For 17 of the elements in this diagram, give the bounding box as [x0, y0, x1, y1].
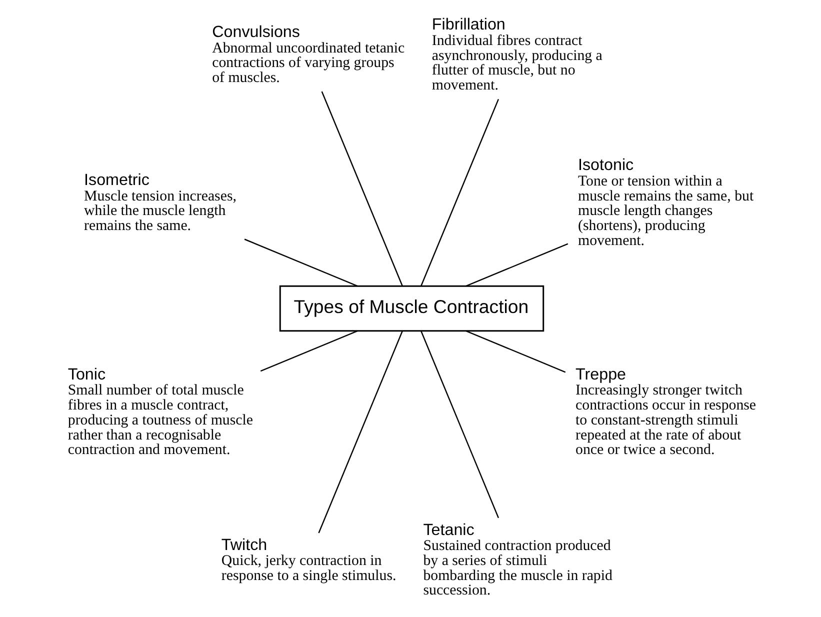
node-text: Convulsions Abnormal uncoordinated tetanic contractions of varying groups of muscles. [212, 23, 405, 86]
node-box: Types of Muscle Contraction [279, 285, 544, 332]
connector [321, 91, 404, 286]
node-text: Tetanic Sustained contraction produced by a series of stimuli bombarding the muscle in rapid succession. [423, 520, 612, 599]
node-text: Fibrillation Individual fibres contract asynchronously, producing a flutter of muscle, but no movement. [432, 16, 602, 94]
node-text: Twitch Quick, jerky contraction in response to a single stimulus. [221, 536, 396, 584]
node-text: Isometric Muscle tension increases, while the muscle length remains the same. [84, 171, 236, 234]
connector [260, 330, 358, 372]
connector [244, 238, 358, 287]
connector [466, 330, 566, 373]
connector [420, 98, 500, 286]
node-text: Tonic Small number of total muscle fibres in a muscle contract, producing a toutness of muscle rather than a recognisable contraction and movement. [68, 365, 253, 458]
connector [420, 330, 500, 518]
node-text: Isotonic Tone or tension within a muscle remains the same, but muscle length changes (shortens), producing movement. [578, 156, 754, 249]
connector [466, 243, 568, 287]
connector [318, 330, 404, 534]
node-text: Treppe Increasingly stronger twitch contractions occur in response to constant-strength stimuli repeated at the rate of about once or twice a second. [576, 365, 756, 458]
